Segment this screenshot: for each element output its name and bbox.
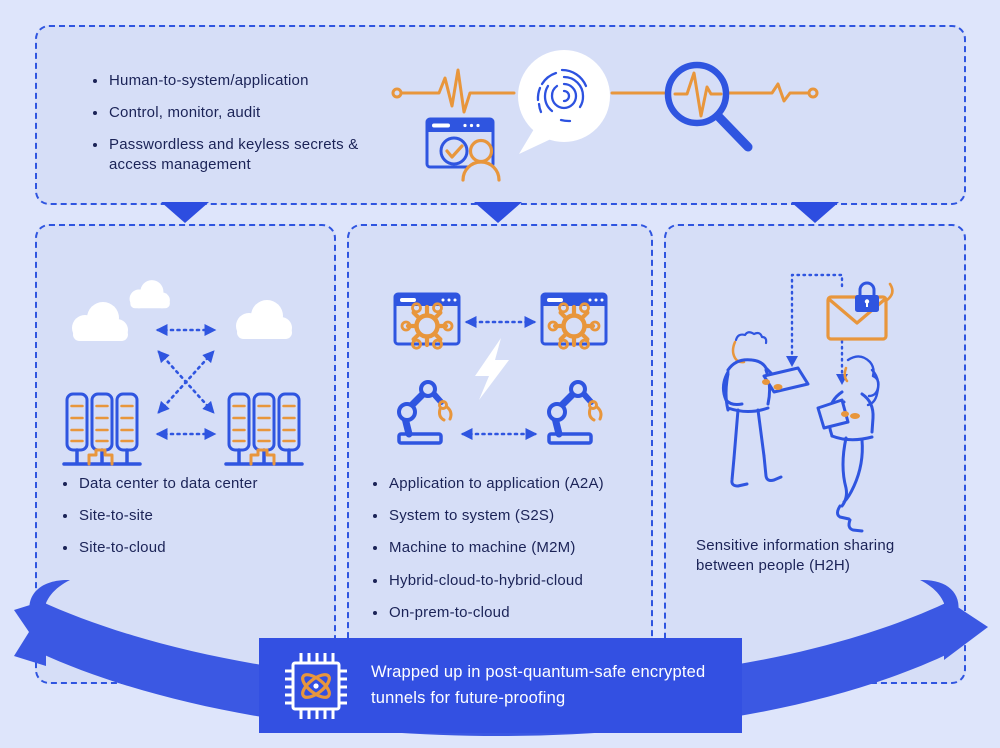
magnifier-icon [664, 61, 753, 152]
list-item: Control, monitor, audit [93, 103, 383, 122]
right-panel-caption: Sensitive information sharing between pe… [696, 537, 895, 574]
fingerprint-icon [536, 68, 588, 123]
banner-text: Wrapped up in post-quantum-safe encrypte… [371, 662, 706, 707]
list-item: Human-to-system/application [93, 71, 383, 90]
bullet-text: Human-to-system/application [109, 72, 309, 89]
bullet-text: Machine to machine (M2M) [389, 539, 576, 557]
user-icon [461, 138, 501, 182]
bullet-text: Site-to-site [79, 507, 154, 525]
list-item: Site-to-site [63, 506, 258, 525]
list-item: On-prem-to-cloud [373, 603, 604, 622]
man-with-laptop-icon [721, 331, 810, 488]
panel-data-center: Data center to data center Site-to-site … [35, 224, 336, 684]
envelope-lock-icon [826, 281, 894, 341]
atom-icon [301, 672, 331, 699]
pulse-line-icon [391, 68, 819, 114]
bullet-dot [63, 546, 67, 551]
panel-people: Sensitive information sharing between pe… [664, 224, 966, 684]
bullet-text: Application to application (A2A) [389, 475, 604, 492]
bullet-dot [63, 514, 67, 519]
bullet-text: Site-to-cloud [79, 539, 166, 557]
bullet-dot [93, 111, 97, 116]
browser-check-icon [425, 117, 495, 169]
left-bullet-list: Data center to data center Site-to-site … [63, 474, 258, 571]
down-triangle-icon [791, 202, 839, 223]
list-item: Application to application (A2A) [373, 474, 604, 493]
data-center-illustration [62, 280, 304, 466]
bullet-text: Data center to data center [79, 475, 258, 492]
top-bullet-list: Human-to-system/application Control, mon… [93, 71, 383, 187]
top-panel-human-to-system: Human-to-system/application Control, mon… [35, 25, 966, 205]
lightning-bolt-icon [475, 338, 509, 400]
bullet-dot [373, 578, 377, 583]
quantum-banner: Wrapped up in post-quantum-safe encrypte… [259, 638, 742, 733]
bullet-dot [93, 143, 97, 148]
bullet-dot [373, 610, 377, 615]
list-item: Hybrid-cloud-to-hybrid-cloud [373, 571, 604, 590]
bullet-dot [93, 79, 97, 83]
dotted-arrows-icon [155, 324, 217, 440]
bullet-text: On-prem-to-cloud [389, 603, 510, 621]
bullet-dot [373, 514, 377, 519]
bullet-text: Control, monitor, audit [109, 104, 261, 122]
list-item: Site-to-cloud [63, 538, 258, 557]
dotted-arrows-icon [460, 316, 538, 440]
people-illustration [721, 273, 894, 533]
down-triangle-icon [474, 202, 522, 223]
panel-machine: Application to application (A2A) System … [347, 224, 653, 684]
list-item: Data center to data center [63, 474, 258, 493]
list-item: System to system (S2S) [373, 506, 604, 525]
speech-bubble-icon [518, 50, 610, 154]
bullet-text: Passwordless and keyless secrets & acces… [109, 136, 359, 173]
dotted-connector [790, 273, 844, 376]
bullet-text: Hybrid-cloud-to-hybrid-cloud [389, 571, 584, 589]
bullet-dot [373, 482, 377, 486]
bullet-text: System to system (S2S) [389, 507, 555, 525]
woman-with-tablet-icon [816, 355, 880, 533]
middle-bullet-list: Application to application (A2A) System … [373, 474, 604, 635]
list-item: Passwordless and keyless secrets & acces… [93, 135, 383, 173]
bullet-dot [63, 482, 67, 486]
bullet-dot [373, 546, 377, 551]
quantum-chip-icon [285, 652, 347, 719]
list-item: Machine to machine (M2M) [373, 538, 604, 557]
down-triangle-icon [161, 202, 209, 223]
